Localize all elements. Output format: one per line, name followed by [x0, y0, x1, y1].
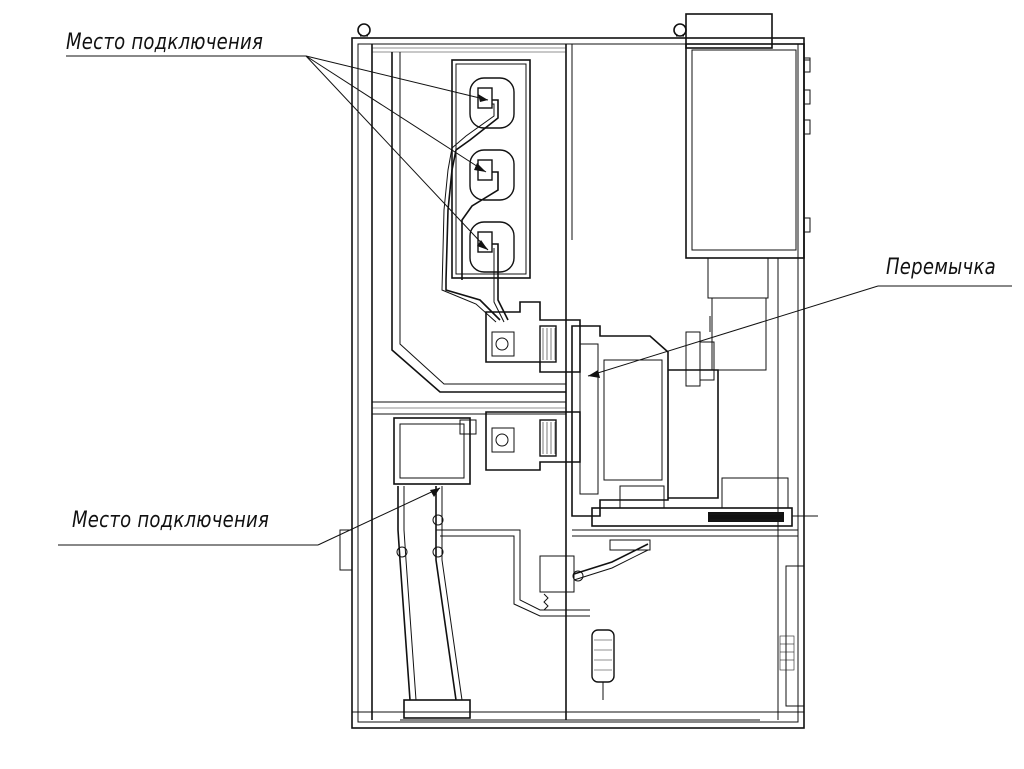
connection-point-label-bottom: Место подключения — [72, 508, 270, 533]
connection-point-label-top: Место подключения — [66, 30, 264, 55]
right-compartment — [572, 257, 805, 720]
busbar-compartment — [391, 52, 566, 393]
cable-compartment — [393, 417, 590, 719]
leader-lines — [58, 55, 1012, 546]
relay-compartment — [372, 13, 811, 259]
earthing-switch — [539, 539, 651, 700]
jumper-label: Перемычка — [886, 255, 996, 280]
cabinet-frame — [339, 23, 805, 729]
mid-separator — [371, 401, 567, 415]
upper-spout — [485, 301, 581, 373]
circuit-breaker — [571, 316, 818, 527]
